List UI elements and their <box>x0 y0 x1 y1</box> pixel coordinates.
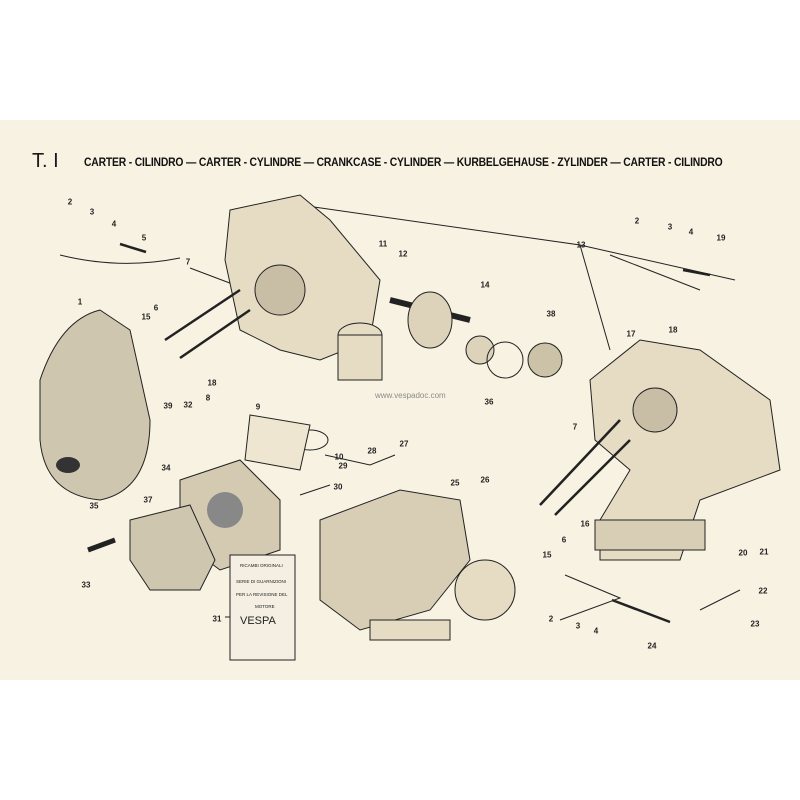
piston <box>337 322 383 381</box>
spark-plug <box>87 537 116 553</box>
callout: 7 <box>572 422 578 432</box>
gasket-pack-logo: VESPA <box>240 615 277 627</box>
gasket-pack-line2: PER LA REVISIONE DEL <box>236 592 288 597</box>
callout: 5 <box>141 233 147 243</box>
gasket-pack-brand: RICAMBI ORIGINALI <box>240 563 283 568</box>
flywheel-cover <box>39 309 151 501</box>
callout: 31 <box>212 614 222 624</box>
callout: 7 <box>185 257 191 267</box>
plate-heading: CARTER - CILINDRO — CARTER - CYLINDRE — … <box>84 157 723 169</box>
callout: 37 <box>143 495 153 505</box>
callout: 2 <box>548 614 554 624</box>
callout: 33 <box>81 580 91 590</box>
callout: 1 <box>77 297 83 307</box>
callout: 32 <box>183 400 193 410</box>
callout: 27 <box>399 439 409 449</box>
plate-number: T. I <box>32 150 59 172</box>
callout: 8 <box>205 393 211 403</box>
callout: 4 <box>688 227 694 237</box>
callout: 25 <box>450 478 460 488</box>
callout: 29 <box>338 461 348 471</box>
callout: 21 <box>759 547 769 557</box>
bearing-38 <box>527 342 563 378</box>
callout: 15 <box>542 550 552 560</box>
callout: 9 <box>255 402 261 412</box>
callout: 39 <box>163 401 173 411</box>
crankcase-half-left <box>224 194 381 361</box>
callout: 6 <box>561 535 567 545</box>
gasket-pack-line1: SERIE DI GUARNIZIONI <box>236 579 286 584</box>
callout: 19 <box>716 233 726 243</box>
callout: 23 <box>750 619 760 629</box>
callout: 4 <box>111 219 117 229</box>
studs <box>119 242 711 624</box>
callout: 13 <box>576 240 586 250</box>
crankshaft <box>389 291 471 349</box>
callout: 3 <box>667 222 673 232</box>
callout: 6 <box>153 303 159 313</box>
gasket-pack: RICAMBI ORIGINALI SERIE DI GUARNIZIONI P… <box>229 554 296 661</box>
callout: 11 <box>378 239 388 249</box>
callout: 3 <box>575 621 581 631</box>
cylinder-head <box>129 504 216 591</box>
callout: 20 <box>738 548 748 558</box>
callout: 2 <box>67 197 73 207</box>
callout: 12 <box>398 249 408 259</box>
callout: 28 <box>367 446 377 456</box>
callout: 18 <box>668 325 678 335</box>
callout: 4 <box>593 626 599 636</box>
callout: 30 <box>333 482 343 492</box>
gasket-pack-line3: MOTORE <box>255 604 275 609</box>
assembled-engine <box>319 489 516 641</box>
callout: 18 <box>207 378 217 388</box>
seal-ring <box>486 341 524 379</box>
callout: 38 <box>546 309 556 319</box>
callout: 3 <box>89 207 95 217</box>
callout: 10 <box>334 452 344 462</box>
callout: 2 <box>634 216 640 226</box>
callout: 24 <box>647 641 657 651</box>
callout: 17 <box>626 329 636 339</box>
callout: 22 <box>758 586 768 596</box>
callout: 26 <box>480 475 490 485</box>
crankcase-half-right <box>589 339 781 561</box>
callout: 34 <box>161 463 171 473</box>
callout: 16 <box>580 519 590 529</box>
callout: 14 <box>480 280 490 290</box>
callout: 35 <box>89 501 99 511</box>
watermark: www.vespadoc.com <box>375 391 446 400</box>
base-gasket <box>244 414 311 471</box>
callout: 15 <box>141 312 151 322</box>
callout: 36 <box>484 397 494 407</box>
